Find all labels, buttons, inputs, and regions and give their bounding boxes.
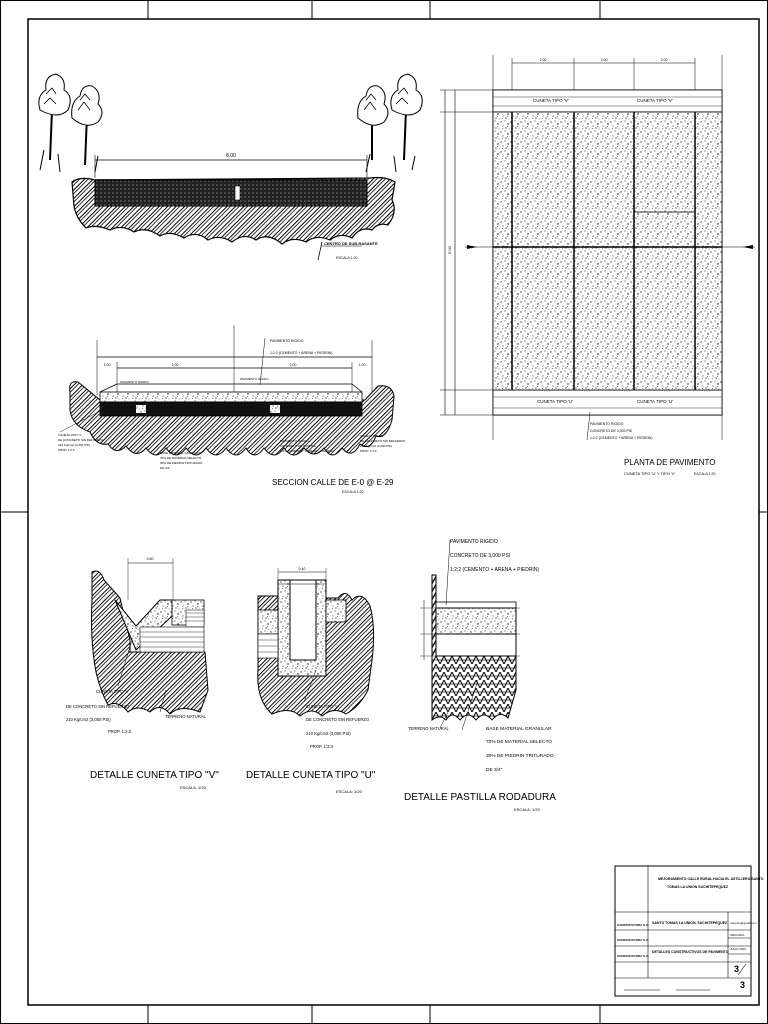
pastilla-note-5: BASE MATERIAL GRANULAR	[486, 726, 552, 732]
tb-project-line-1: MEJORAMIENTO CALLE RURAL HACIA EL ASTILL…	[658, 877, 764, 881]
detail-v-note-1: CUNETA TIPO 'V'	[96, 689, 129, 694]
sb-note-pav-3: 1:2:2 (CEMENTO + ARENA + PIEDRIN)	[280, 449, 333, 453]
sb-note-v2: DE CONCRETO SIN REFUERZO	[58, 438, 104, 442]
detail-pastilla-rodadura: PAVIMENTO RIGIDO CONCRETO DE 3,000 PSI 1…	[404, 539, 556, 812]
section-a-scale: ESCALA 1:20	[336, 256, 357, 260]
sb-note-u1: CUNETA TIPO 'U'	[360, 434, 384, 438]
plan-dim-2: 2.00	[601, 58, 608, 62]
sb-note-base-left-2: 70% DE MATERIAL SELECTO	[160, 456, 202, 460]
pastilla-note-1: PAVIMENTO RIGIDO	[450, 539, 498, 545]
sb-note-u2: DE CONCRETO SIN REFUERZO	[360, 439, 406, 443]
detail-v-title: DETALLE CUNETA TIPO "V"	[90, 770, 219, 781]
tb-tag: INDICADA	[730, 933, 744, 937]
sb-note-base-left-4: DE 3/4"	[160, 466, 170, 470]
tree-icon	[357, 73, 423, 173]
dim-width-label: 8.00	[226, 153, 236, 159]
section-b-scale: ESCALA 1:20	[342, 490, 363, 494]
sb-note-v4: PROP. 1:2:3	[58, 448, 75, 452]
pavement-plan: 2.00 2.00 2.00 5.00 CUNETA TIPO 'V' CUNE…	[440, 55, 755, 476]
section-b-note-1: PAVIMENTO RIGIDO	[270, 339, 304, 343]
detail-v-note-5: TERRENO NATURAL	[165, 714, 207, 719]
detail-u-note-1: CUNETA TIPO 'U'	[306, 704, 340, 709]
pastilla-title: DETALLE PASTILLA RODADURA	[404, 792, 556, 803]
pavement-label-right: PAVIMENTO RIGIDO	[240, 377, 269, 381]
plan-note-3: 1:2:2 (CEMENTO + ARENA + PIEDRIN)	[590, 436, 652, 440]
sb-note-v1: CUNETA TIPO 'V'	[58, 433, 82, 437]
sb-note-pav-2: CONCRETO DE 3,000 PSI	[280, 444, 316, 448]
sb-note-u4: PROP. 1:2:3	[360, 449, 377, 453]
dim-b-1: 1.00	[104, 363, 111, 367]
detail-v-scale: ESCALA: 1/20	[180, 785, 207, 790]
tb-firm-3: CONSTRUCTORA S.A.	[617, 954, 649, 958]
tb-firm-2: CONSTRUCTORA S.A.	[617, 938, 649, 942]
pavement-label-left: PAVIMENTO RIGIDO	[120, 380, 149, 384]
detail-v-dim: 0.60	[147, 557, 154, 561]
section-b-note-2: 1:2:2 (CEMENTO + ARENA + PIEDRIN)	[270, 351, 332, 355]
tb-location: SANTO TOMAS LA UNION, SUCHITEPEQUEZ	[652, 921, 728, 925]
pastilla-note-2: CONCRETO DE 3,000 PSI	[450, 553, 510, 559]
pastilla-note-7: 30% DE PIEDRIN TRITURADO	[486, 753, 554, 759]
tb-email: mayoreo@gmail.com	[730, 921, 757, 925]
detail-u-dim: 0.40	[299, 567, 306, 571]
section-b-title: SECCION CALLE DE E-0 @ E-29	[272, 478, 394, 487]
sb-note-pav-1: PAVIMENTO RIGIDO	[280, 439, 309, 443]
sb-note-v3: 210 Kg/cm2 (3,000 PSI)	[58, 443, 90, 447]
detail-cuneta-u: 0.40 CUNETA TIPO 'U' DE CONCRETO SIN REF…	[246, 567, 376, 794]
plan-dim-3: 2.00	[661, 58, 668, 62]
tb-sheets-total: 3	[740, 980, 745, 990]
tb-date: JULIO 2019	[730, 947, 746, 951]
dim-b-2: 2.00	[172, 363, 179, 367]
detail-u-title: DETALLE CUNETA TIPO "U"	[246, 770, 376, 781]
plan-label-bottom-2: CUNETA TIPO 'U'	[637, 399, 673, 404]
pastilla-note-8: DE 3/4"	[486, 767, 503, 773]
pastilla-note-6: 70% DE MATERIAL SELECTO	[486, 739, 552, 745]
plan-title: PLANTA DE PAVIMENTO	[624, 458, 715, 467]
plan-scale: ESCALA 1:20	[694, 472, 715, 476]
plan-note-2: CONCRETO DE 3,000 PSI	[590, 429, 632, 433]
plan-dim-1: 2.00	[540, 58, 547, 62]
detail-u-note-4: PROP. 1:2:3	[310, 744, 334, 749]
tb-project-line-2: TOMAS LA UNION SUCHITEPEQUEZ	[667, 885, 729, 889]
plan-note-1: PAVIMENTO RIGIDO	[590, 422, 624, 426]
plan-label-top-2: CUNETA TIPO 'V'	[637, 98, 673, 103]
dim-b-3: 2.00	[290, 363, 297, 367]
plan-subtitle: CUNETA TIPO 'U' Y TIPO 'V'	[624, 471, 675, 476]
pastilla-note-4: TERRENO NATURAL	[408, 726, 450, 731]
detail-v-note-2: DE CONCRETO SIN REFUERZO	[66, 704, 130, 709]
detail-cuneta-v: 0.60 CUNETA TIPO 'V' DE CONCRETO SIN REF…	[66, 557, 219, 790]
dim-b-4: 1.00	[359, 363, 366, 367]
detail-v-note-3: 210 Kg/cm2 (3,000 PSI)	[66, 717, 111, 722]
pastilla-note-3: 1:2:2 (CEMENTO + ARENA + PIEDRIN)	[450, 567, 539, 573]
tb-sheet: 3	[734, 964, 739, 974]
road-cross-section-a: 8.00 CENTRO DE SUB-RASANTE ESCALA 1:20	[38, 73, 423, 261]
sb-note-base-left-3: 30% DE PIEDRIN TRITURADO	[160, 461, 203, 465]
detail-v-note-4: PROP. 1:2:3	[108, 729, 132, 734]
title-block: MEJORAMIENTO CALLE RURAL HACIA EL ASTILL…	[614, 865, 764, 997]
tb-content: DETALLES CONSTRUCTIVOS DE PAVIMENTO	[652, 950, 729, 954]
detail-u-note-3: 210 Kg/cm2 (3,000 PSI)	[306, 731, 351, 736]
tree-icon	[38, 73, 103, 173]
detail-u-note-2: DE CONCRETO SIN REFUERZO	[306, 717, 370, 722]
plan-dim-side: 5.00	[447, 245, 452, 254]
detail-u-scale: ESCALA: 1/20	[336, 789, 363, 794]
plan-label-top-1: CUNETA TIPO 'V'	[533, 98, 569, 103]
road-cross-section-b: 1.00 2.00 2.00 1.00 PAVIMENTO RIGIDO 1:2…	[58, 325, 406, 494]
plan-label-bottom-1: CUNETA TIPO 'U'	[537, 399, 573, 404]
note-centro-subrasante: CENTRO DE SUB-RASANTE	[324, 241, 378, 246]
pastilla-scale: ESCALA: 1/20	[514, 807, 541, 812]
sb-note-base-left-1: BASE MATERIAL GRANULAR	[160, 451, 202, 455]
tb-firm-1: CONSTRUCTORA S.A.	[617, 923, 649, 927]
section-b-left-notes: CUNETA TIPO 'V' DE CONCRETO SIN REFUERZO…	[58, 407, 406, 470]
sb-note-u3: 210 Kg/cm2 (3,000 PSI)	[360, 444, 392, 448]
